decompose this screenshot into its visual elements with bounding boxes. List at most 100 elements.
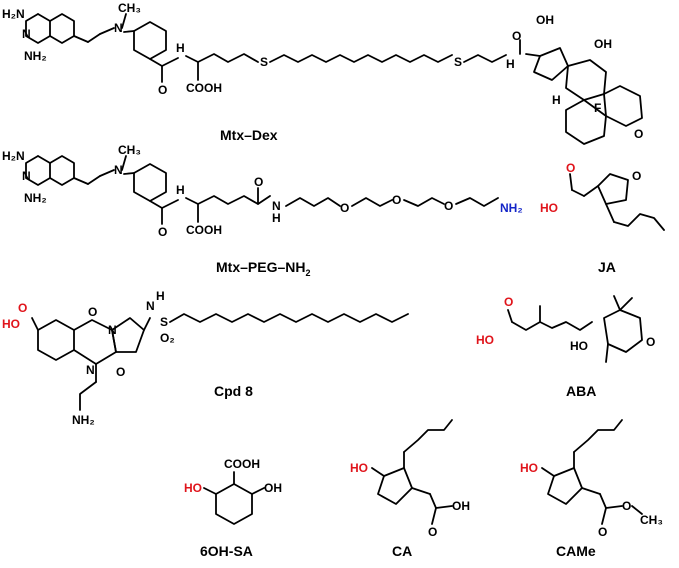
bond [197, 53, 259, 63]
atom-label: F [594, 101, 601, 115]
compound-label-mtx-dex: Mtx–Dex [220, 127, 278, 143]
label-subscript: 2 [305, 268, 310, 278]
atom-label: N [22, 169, 31, 183]
atom-label: HO [184, 481, 202, 495]
bond [203, 487, 217, 495]
atom-label: N [86, 363, 95, 377]
atom-label: O [116, 365, 125, 379]
bond [133, 163, 167, 202]
bond [149, 58, 163, 67]
atom-label: O [566, 161, 575, 175]
bond [31, 317, 39, 331]
cpd8-structure [31, 313, 409, 411]
bond [121, 155, 127, 171]
bond [121, 13, 127, 29]
atom-label: OH [536, 13, 554, 27]
atom-label: O [392, 193, 401, 207]
atom-label: H [552, 93, 561, 107]
bond [185, 55, 199, 63]
bond [599, 493, 607, 509]
bond [215, 483, 253, 525]
compound-label-aba: ABA [566, 383, 596, 399]
bond [185, 197, 199, 205]
atom-label: O [254, 175, 263, 189]
atom-label: S [260, 55, 268, 69]
bond [431, 507, 437, 525]
atom-label: N [22, 27, 31, 41]
bond [99, 27, 115, 35]
bond [605, 505, 623, 509]
bond [269, 54, 453, 63]
atom-label: HO [2, 317, 20, 331]
atom-label: COOH [186, 223, 222, 237]
bond [569, 173, 573, 191]
bond [631, 505, 643, 515]
mtx-peg-atoms: H₂N N NH₂ N CH₃ H O COOH O N H O O O NH₂ [2, 143, 523, 239]
atom-label: O [598, 525, 607, 539]
atom-label: NH₂ [72, 413, 95, 427]
compound-label-came: CAMe [556, 543, 596, 559]
sa-structure [203, 471, 265, 525]
atom-label: CH₃ [118, 143, 141, 157]
compound-label-ja: JA [598, 259, 616, 275]
bond [565, 99, 607, 145]
bond [603, 85, 643, 127]
atom-label: H [176, 183, 185, 197]
compound-label-cpd8: Cpd 8 [214, 383, 253, 399]
atom-label: HO [350, 461, 368, 475]
atom-label: HO [520, 461, 538, 475]
atom-label: O [512, 29, 521, 43]
bond [161, 57, 179, 67]
bond [603, 309, 643, 353]
bond [533, 47, 569, 81]
compound-label-ca: CA [392, 543, 412, 559]
bond [111, 317, 145, 353]
bond [143, 317, 151, 331]
bond [597, 173, 629, 205]
bond [541, 467, 555, 477]
atom-label: O [504, 295, 513, 309]
bond [371, 467, 385, 477]
bond [581, 487, 601, 495]
atom-label: O [18, 301, 27, 315]
atom-label: O [622, 499, 631, 513]
bond [351, 197, 393, 207]
atom-label: O [158, 83, 167, 97]
compound-label-sa: 6OH-SA [200, 543, 253, 559]
bond [73, 177, 89, 185]
bond [403, 419, 453, 453]
bond [455, 197, 499, 207]
atom-label: NH₂ [24, 49, 47, 63]
bond [583, 185, 599, 197]
bond [435, 505, 453, 509]
compound-label-mtx-peg: Mtx–PEG–NH2 [216, 259, 310, 278]
bond [613, 295, 621, 311]
atom-label: OH [594, 37, 612, 51]
atom-label: CH₃ [118, 1, 141, 15]
atom-label: N [108, 323, 117, 337]
bond [87, 33, 101, 43]
bond [169, 313, 409, 323]
atom-label: S [160, 315, 168, 329]
bond [99, 169, 115, 177]
bond [87, 175, 101, 185]
atom-label: O [634, 127, 643, 141]
ja-structure [569, 173, 665, 231]
bond [123, 172, 135, 175]
bond [463, 54, 507, 63]
ca-structure [371, 419, 453, 525]
mtx-peg-structure [25, 155, 499, 225]
atom-label: OH [264, 481, 282, 495]
atom-label: H₂N [2, 7, 25, 21]
atom-label: O [340, 201, 349, 215]
atom-label: O [632, 169, 641, 183]
bond [511, 321, 593, 331]
bond [285, 197, 341, 207]
aba-structure [507, 295, 643, 363]
atom-label: O [88, 305, 97, 319]
bond [411, 487, 431, 495]
bond [525, 53, 541, 57]
bond [37, 319, 75, 361]
bond [619, 297, 633, 311]
